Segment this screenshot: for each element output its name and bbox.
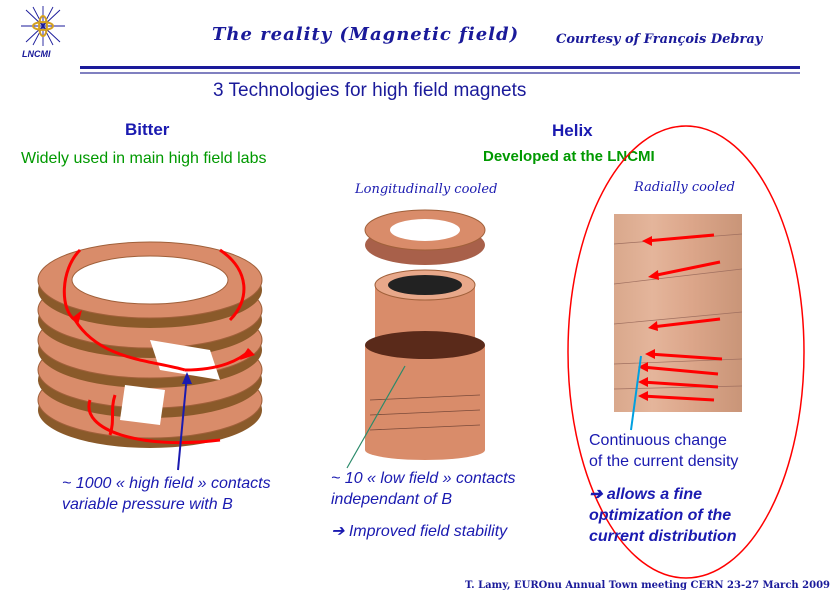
bitter-tagline: Widely used in main high field labs bbox=[21, 150, 267, 167]
stability-text: Improved field stability bbox=[348, 523, 508, 540]
slide-header-title: The reality (Magnetic field) bbox=[212, 24, 520, 45]
bitter-pointer-arrowhead bbox=[182, 372, 192, 384]
bitter-caption-line2: variable pressure with B bbox=[62, 496, 233, 513]
header-rule-thin bbox=[80, 72, 800, 74]
optimization-line1: allows a fine bbox=[606, 486, 702, 503]
optimization-line3: current distribution bbox=[589, 528, 737, 545]
radial-cooled-label: Radially cooled bbox=[634, 180, 735, 195]
lncmi-logo bbox=[18, 4, 68, 48]
bitter-caption: ~ 1000 « high field » contacts variable … bbox=[62, 473, 271, 515]
bitter-heading: Bitter bbox=[125, 120, 170, 139]
helix-caption-line2: independant of B bbox=[331, 491, 452, 508]
bitter-pointer-line bbox=[177, 374, 188, 471]
bitter-caption-line1: ~ 1000 « high field » contacts bbox=[62, 475, 271, 492]
annotation-overlay bbox=[177, 125, 805, 579]
helix-pointer-line bbox=[346, 365, 406, 469]
optimization-line2: optimization of the bbox=[589, 507, 732, 524]
helix-caption: ~ 10 « low field » contacts independant … bbox=[331, 468, 516, 510]
helix-heading: Helix bbox=[552, 121, 593, 140]
stability-note: ➔ Improved field stability bbox=[331, 521, 507, 542]
bitter-magnet-illustration bbox=[37, 241, 263, 448]
arrow-head bbox=[72, 310, 82, 325]
slide-subtitle: 3 Technologies for high field magnets bbox=[213, 80, 527, 101]
helix-cooling-ring bbox=[364, 209, 486, 265]
radial-helix-photo bbox=[613, 214, 743, 412]
arrow-right-icon: ➔ bbox=[589, 486, 607, 503]
logo-text: LNCMI bbox=[22, 49, 51, 59]
radial-current-arrows bbox=[613, 233, 743, 402]
radial-pointer-line bbox=[630, 355, 642, 431]
helix-tagline: Developed at the LNCMI bbox=[483, 148, 655, 165]
helix-longitudinal-illustration bbox=[364, 209, 486, 460]
radial-caption-line1: Continuous change bbox=[589, 432, 727, 449]
lncmi-logo-icon bbox=[21, 6, 65, 46]
slide-footer: T. Lamy, EUROnu Annual Town meeting CERN… bbox=[465, 580, 830, 591]
helix-coil-body bbox=[365, 269, 485, 460]
optimization-note: ➔ allows a fine optimization of the curr… bbox=[589, 484, 737, 547]
header-rule bbox=[80, 66, 800, 69]
longitudinal-cooled-label: Longitudinally cooled bbox=[355, 182, 498, 197]
radial-caption-line2: of the current density bbox=[589, 453, 739, 470]
helix-caption-line1: ~ 10 « low field » contacts bbox=[331, 470, 516, 487]
arrow-head bbox=[240, 348, 255, 360]
arrow-right-icon: ➔ bbox=[331, 523, 349, 540]
radial-highlight-ellipse bbox=[567, 125, 805, 579]
bitter-disc-stack bbox=[37, 241, 263, 448]
radial-caption: Continuous change of the current density bbox=[589, 430, 738, 472]
courtesy-credit: Courtesy of François Debray bbox=[556, 32, 763, 47]
